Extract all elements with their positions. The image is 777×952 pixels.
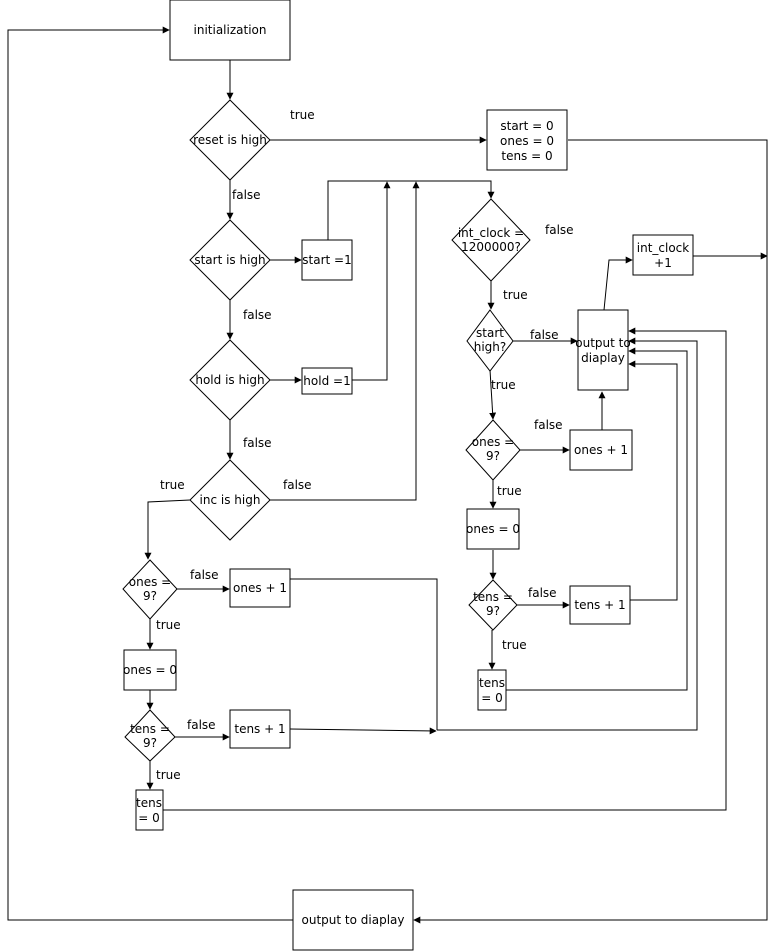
label-right-start-false: false (530, 328, 559, 342)
node-left-tens-zero-line2: = 0 (138, 811, 160, 825)
edge-output-to-clockinc (603, 256, 633, 311)
node-hold-set[interactable]: hold =1 (301, 367, 353, 395)
node-hold-high-label: hold is high (195, 373, 264, 387)
node-clock-inc-line1: int_clock (637, 241, 690, 255)
node-left-ones-zero[interactable]: ones = 0 (123, 649, 177, 691)
node-right-tens-zero-line2: = 0 (481, 691, 503, 705)
node-clock-check-line1: int_clock = (458, 226, 524, 240)
node-reset-label: reset is high (193, 133, 267, 147)
node-start-is-high[interactable]: start is high (189, 219, 271, 301)
label-reset-false: false (232, 188, 261, 202)
node-start-set[interactable]: start =1 (301, 239, 353, 281)
node-initialization[interactable]: initialization (169, 0, 291, 61)
node-left-tens-check[interactable]: tens = 9? (124, 709, 176, 762)
node-right-output[interactable]: output to diaplay (575, 309, 631, 391)
label-clock-true: true (503, 288, 528, 302)
label-reset-true: true (290, 108, 315, 122)
node-right-tens-zero[interactable]: tens = 0 (477, 669, 507, 711)
node-hold-set-label: hold =1 (303, 374, 350, 388)
edge-rtens-inc-to-output (628, 360, 678, 601)
edge-lones-inc-out (290, 578, 438, 730)
node-left-ones-check-line2: 9? (143, 589, 157, 603)
edge-rtens-zero-to-output (506, 347, 688, 691)
node-inc-high-label: inc is high (200, 493, 261, 507)
label-clock-false: false (545, 223, 574, 237)
node-clock-inc-line2: +1 (654, 256, 672, 270)
node-clock-check-line2: 1200000? (461, 240, 521, 254)
nodes: initialization reset is high start = 0 o… (122, 0, 694, 951)
label-right-tens-true: true (502, 638, 527, 652)
node-reset-is-high[interactable]: reset is high (189, 99, 271, 181)
edge-inc-false (270, 181, 420, 501)
node-inc-is-high[interactable]: inc is high (189, 459, 271, 541)
edge-left-merge-to-output (437, 337, 698, 731)
node-right-tens-check-line1: tens = (473, 590, 513, 604)
node-left-tens-zero-line1: tens (136, 796, 162, 810)
node-final-output-label: output to diaplay (302, 913, 405, 927)
node-hold-is-high[interactable]: hold is high (189, 339, 271, 421)
node-start-set-label: start =1 (302, 253, 351, 267)
label-inc-false: false (283, 478, 312, 492)
node-right-start-check-line2: high? (474, 340, 507, 354)
node-right-ones-inc[interactable]: ones + 1 (569, 429, 633, 471)
node-left-tens-check-line1: tens = (130, 722, 170, 736)
node-left-tens-inc-label: tens + 1 (234, 722, 285, 736)
label-right-ones-false: false (534, 418, 563, 432)
label-left-ones-true: true (156, 618, 181, 632)
label-start-false: false (243, 308, 272, 322)
node-right-start-check-line1: start (476, 326, 504, 340)
node-left-ones-inc[interactable]: ones + 1 (229, 568, 291, 608)
edge-hold-to-rail (352, 181, 391, 381)
edge-ltens-inc-out (289, 727, 437, 735)
label-right-ones-true: true (497, 484, 522, 498)
node-left-ones-inc-label: ones + 1 (233, 581, 287, 595)
label-right-start-true: true (491, 378, 516, 392)
node-right-tens-zero-line1: tens (479, 676, 505, 690)
node-right-ones-check-line1: ones = (472, 435, 514, 449)
node-left-ones-check-line1: ones = (129, 575, 171, 589)
edge-setzero-to-output (413, 139, 768, 924)
node-left-tens-inc[interactable]: tens + 1 (229, 709, 291, 749)
label-hold-false: false (243, 436, 272, 450)
node-right-ones-zero[interactable]: ones = 0 (466, 508, 520, 550)
node-right-ones-check[interactable]: ones = 9? (465, 419, 521, 481)
edge-labels: true false false false true false false … (156, 108, 574, 782)
node-right-tens-inc[interactable]: tens + 1 (569, 585, 631, 625)
node-right-start-check[interactable]: start high? (466, 309, 514, 372)
node-initialization-label: initialization (194, 23, 267, 37)
edge-start-to-clock (327, 180, 495, 240)
node-set-zero[interactable]: start = 0 ones = 0 tens = 0 (486, 109, 568, 171)
label-left-tens-true: true (156, 768, 181, 782)
node-left-tens-zero[interactable]: tens = 0 (135, 789, 164, 831)
node-right-output-line2: diaplay (581, 351, 625, 365)
node-right-tens-inc-label: tens + 1 (574, 598, 625, 612)
edge-ltens-zero-to-output (163, 327, 727, 811)
node-start-high-label: start is high (194, 253, 265, 267)
node-right-ones-check-line2: 9? (486, 449, 500, 463)
node-right-ones-inc-label: ones + 1 (574, 443, 628, 457)
node-right-ones-zero-label: ones = 0 (466, 522, 520, 536)
edges (7, 26, 768, 924)
edge-rstart-true (489, 369, 497, 420)
label-inc-true: true (160, 478, 185, 492)
node-right-tens-check-line2: 9? (486, 604, 500, 618)
edge-inc-true (144, 499, 191, 560)
label-left-ones-false: false (190, 568, 219, 582)
node-left-ones-check[interactable]: ones = 9? (122, 559, 178, 620)
node-set-zero-line3: tens = 0 (501, 149, 552, 163)
label-right-tens-false: false (528, 586, 557, 600)
node-clock-check[interactable]: int_clock = 1200000? (451, 198, 531, 282)
node-right-output-line1: output to (575, 336, 630, 350)
node-left-tens-check-line2: 9? (143, 736, 157, 750)
label-left-tens-false: false (187, 718, 216, 732)
node-left-ones-zero-label: ones = 0 (123, 663, 177, 677)
node-right-tens-check[interactable]: tens = 9? (468, 579, 518, 631)
edge-output-to-init (7, 26, 293, 921)
node-set-zero-line1: start = 0 (500, 119, 553, 133)
node-set-zero-line2: ones = 0 (500, 134, 554, 148)
node-final-output[interactable]: output to diaplay (292, 889, 414, 951)
node-clock-inc[interactable]: int_clock +1 (632, 234, 694, 276)
